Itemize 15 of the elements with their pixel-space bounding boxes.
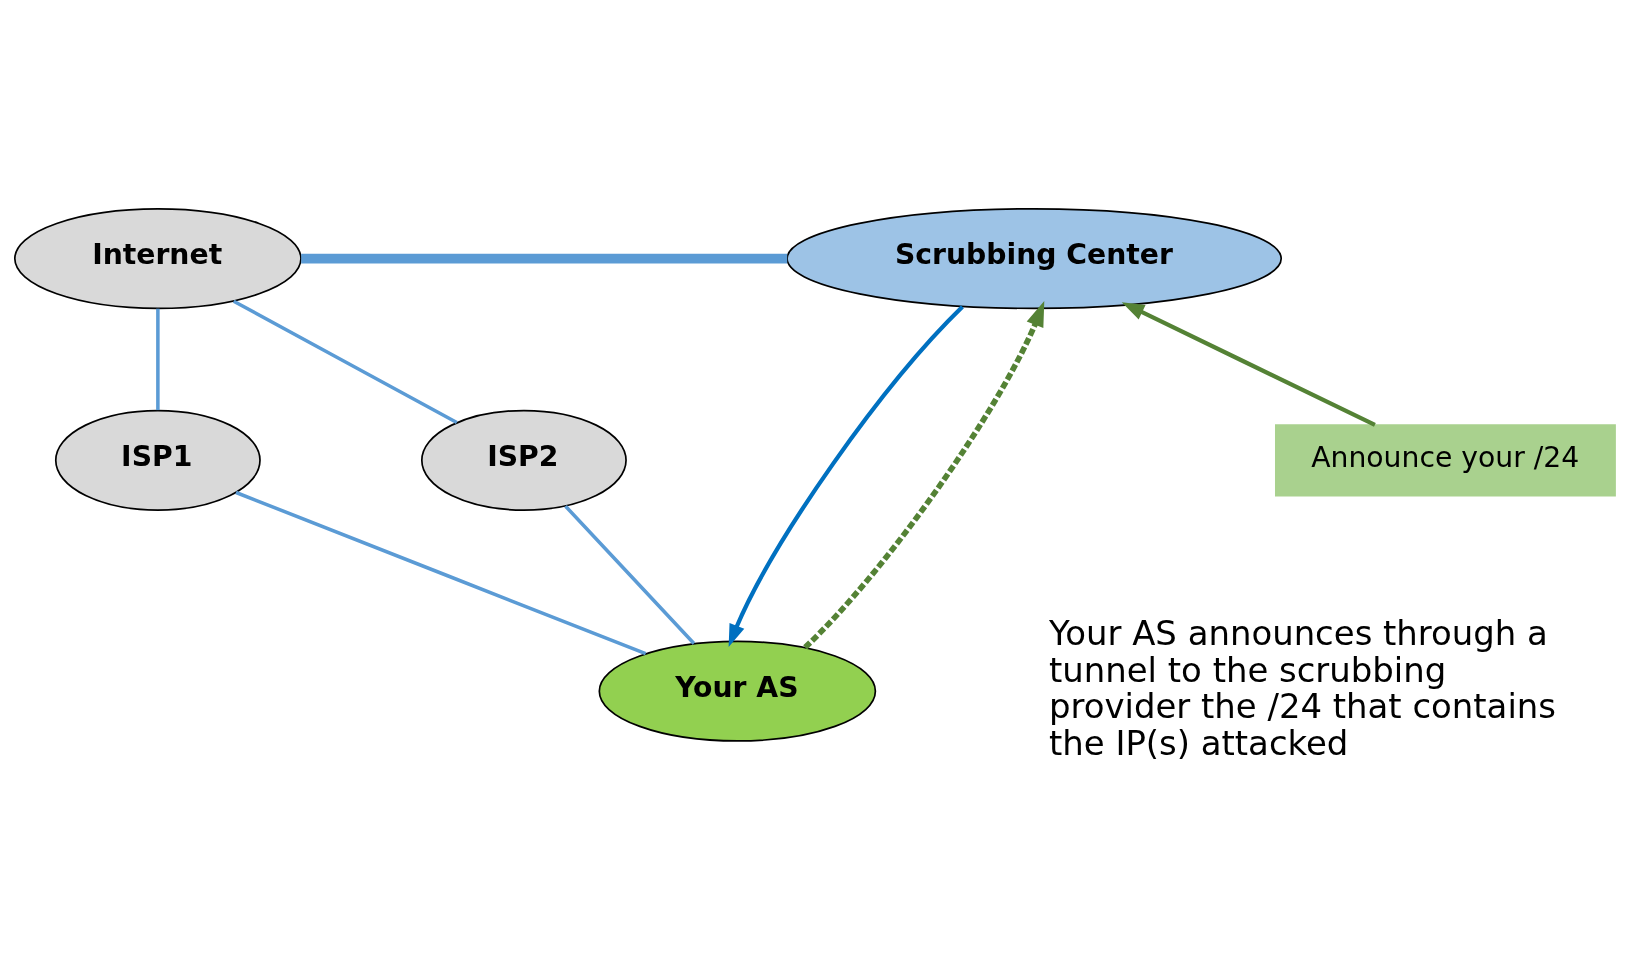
connector [301, 253, 788, 264]
arrow [1121, 301, 1376, 427]
connector [235, 490, 647, 655]
node-box: Announce your /24 [1275, 423, 1616, 496]
connector [156, 308, 160, 410]
connector [564, 504, 696, 645]
node-ellipse: Internet [13, 207, 302, 309]
arrow [728, 304, 964, 647]
node-ellipse: ISP1 [54, 409, 261, 511]
node-ellipse: ISP2 [420, 409, 627, 511]
node-ellipse: Your AS [598, 640, 877, 742]
node-ellipse: Scrubbing Center [786, 207, 1283, 309]
connector [232, 299, 458, 424]
label: Your AS announces through a tunnel to the scrubbing provider the /24 that contains the IP(s) attacked [1048, 613, 1556, 763]
arrow [803, 300, 1045, 649]
